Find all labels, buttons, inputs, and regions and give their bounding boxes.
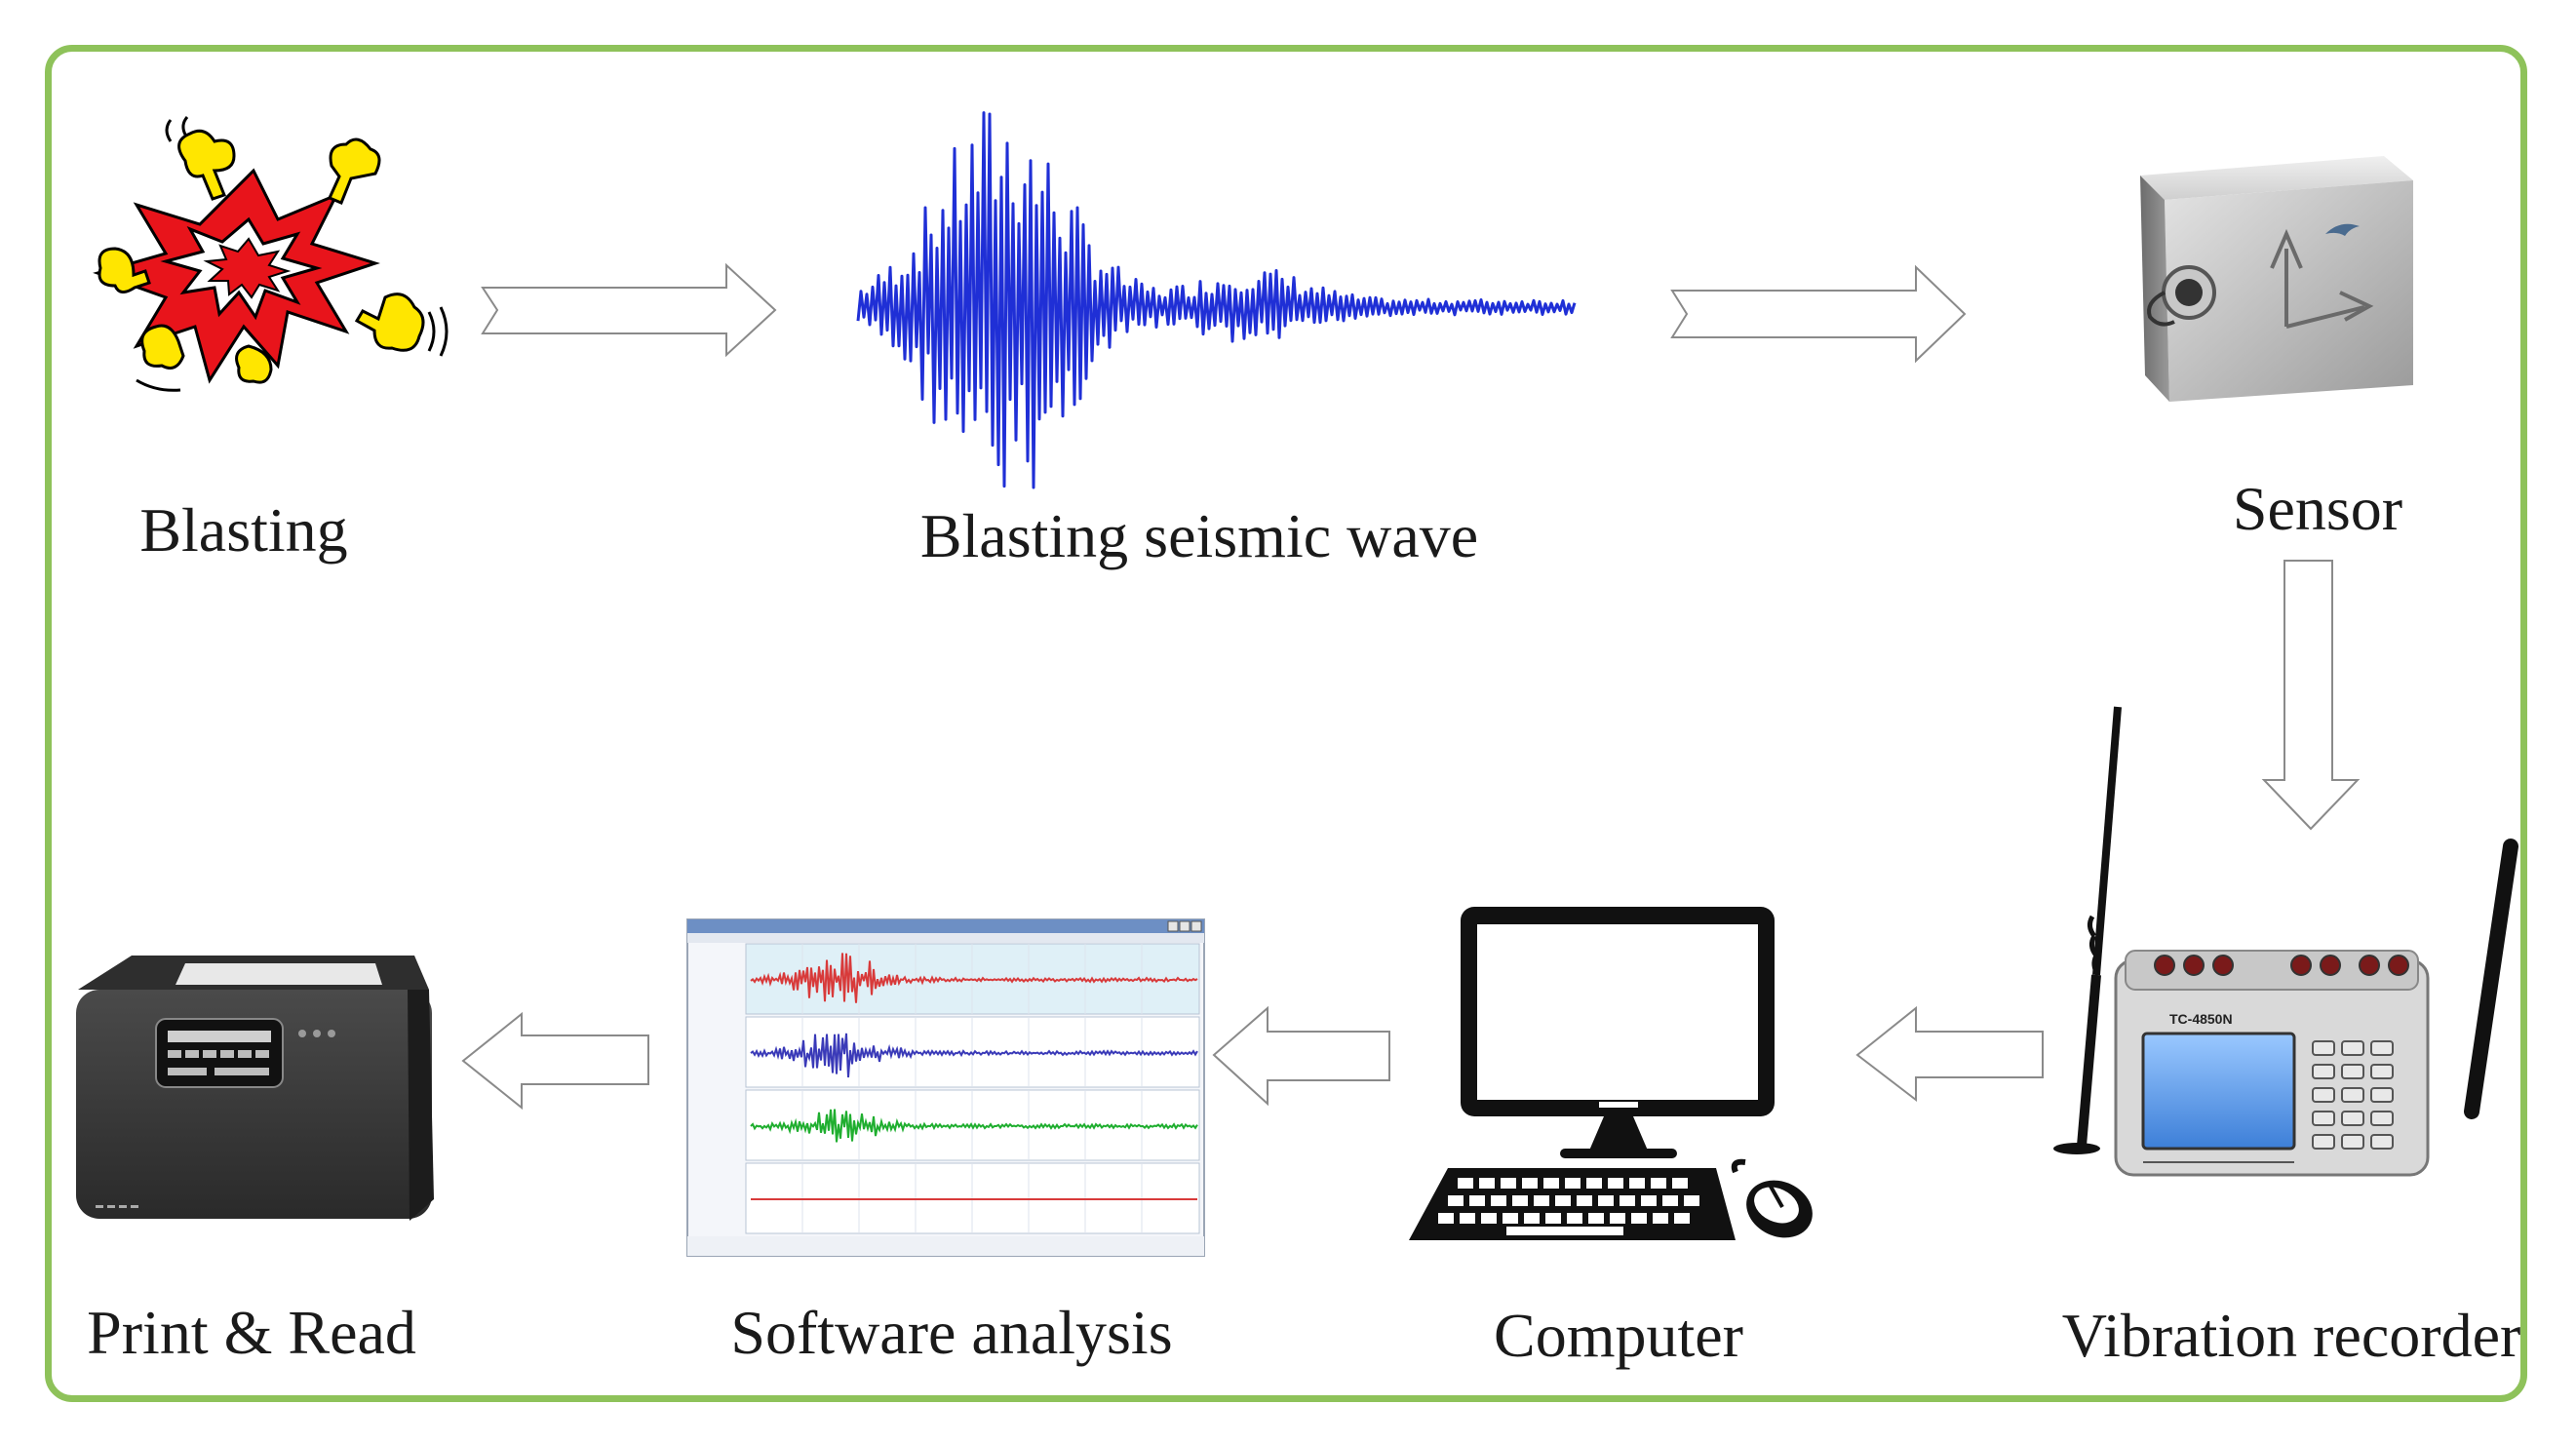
antenna-left	[2053, 706, 2122, 1154]
antenna-right	[2464, 839, 2518, 1119]
label-vibration-recorder: Vibration recorder	[2061, 1301, 2521, 1370]
printer-icon	[76, 956, 434, 1221]
recorder-model-text: TC-4850N	[2169, 1011, 2233, 1027]
label-print-read: Print & Read	[87, 1298, 416, 1367]
label-software-analysis: Software analysis	[730, 1298, 1173, 1367]
sensor-device-icon	[2140, 156, 2413, 402]
label-blasting-seismic-wave: Blasting seismic wave	[919, 501, 1479, 570]
arrow-computer-to-software	[1212, 1005, 1390, 1107]
sensor-connector	[2147, 265, 2216, 327]
vibration-recorder-icon: TC-4850N	[2053, 706, 2518, 1177]
arrow-sensor-to-recorder	[2261, 560, 2361, 831]
explosion-icon	[93, 116, 449, 392]
arrow-software-to-print	[461, 1011, 649, 1111]
dolphin-logo-icon	[2325, 223, 2360, 236]
seismic-wave	[856, 111, 1577, 489]
diagram-frame	[45, 45, 2527, 1402]
arrow-blasting-to-wave	[481, 262, 777, 358]
keyboard-icon	[1409, 1168, 1736, 1240]
computer-icon	[1409, 907, 1813, 1240]
arrow-wave-to-sensor	[1670, 264, 1967, 364]
arrow-recorder-to-computer	[1855, 1005, 2044, 1103]
label-blasting: Blasting	[139, 495, 348, 565]
mouse-icon	[1731, 1158, 1813, 1238]
recorder-screen	[2141, 1032, 2296, 1151]
label-sensor: Sensor	[2232, 474, 2403, 543]
axis-arrows-icon	[2270, 228, 2374, 329]
window-titlebar	[687, 919, 1204, 933]
recorder-keypad	[2312, 1040, 2394, 1150]
label-computer: Computer	[1494, 1301, 1743, 1370]
software-window	[686, 918, 1205, 1257]
